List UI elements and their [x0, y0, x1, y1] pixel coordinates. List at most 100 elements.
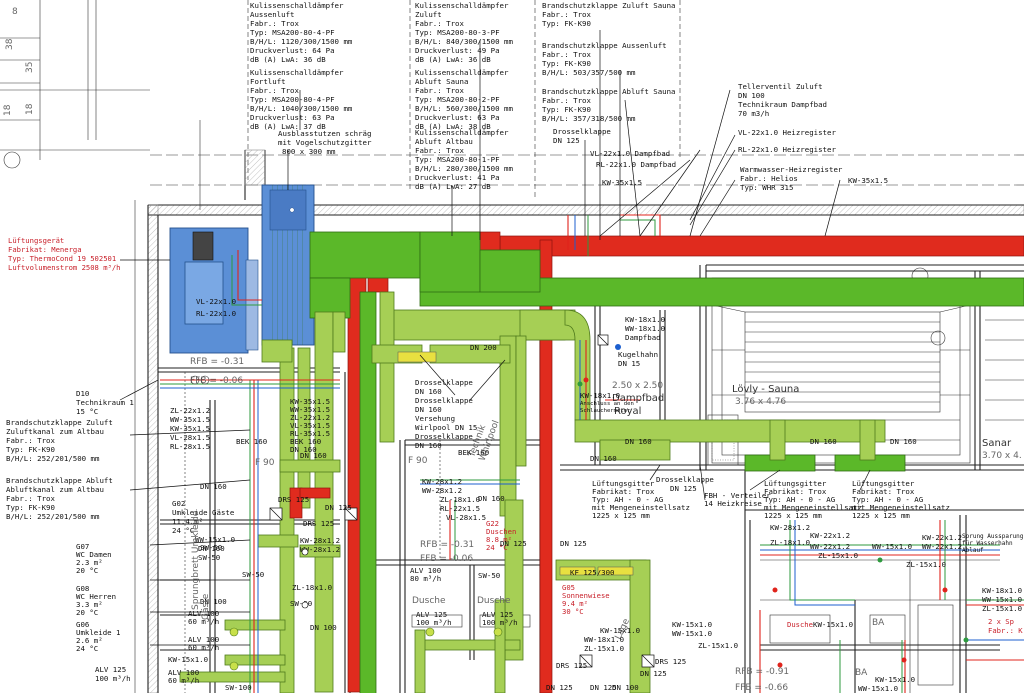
dim-8: 8	[12, 7, 18, 17]
dn125-f: DN 125	[640, 669, 667, 678]
f90-mid: F 90	[408, 456, 428, 466]
outdoor-air-duct	[499, 235, 1024, 257]
dim-18a: 18	[25, 103, 35, 115]
sauna-exhaust-duct	[574, 419, 886, 443]
ventilation-unit	[169, 184, 315, 354]
flansch-label-a: KF 125/300	[570, 568, 615, 577]
alv100-d: ALV 100 60 m³/h	[168, 668, 204, 685]
dn100-a: DN 100	[200, 597, 227, 606]
dusche-right-label: Dusche	[787, 620, 813, 629]
silencer-abluft-sauna-label: Kulissenschalldämpfer Abluft Sauna Fabr.…	[415, 68, 517, 131]
alv100-mid: ALV 100 80 m³/h	[410, 566, 446, 583]
dn160-d: DN 160	[625, 437, 652, 446]
alv100-a: ALV 100 60 m³/h	[188, 609, 224, 626]
dim-18b: 18	[3, 104, 13, 116]
ba-label: BA	[872, 618, 885, 628]
room-sauna-name: Lövly - Sauna	[732, 384, 799, 395]
alv100-b: ALV 100 60 m³/h	[188, 635, 224, 652]
sprung-aussparung-note: Sprung Aussparung für Wasserhahn Ablauf	[962, 533, 1024, 554]
silencer-fortluft-label: Kulissenschalldämpfer Fortluft Fabr.: Tr…	[250, 68, 357, 131]
ffb-right-rfb: RFB = -0.91	[735, 667, 789, 677]
vl-heizregister-label: VL-22x1.0 Heizregister	[738, 128, 836, 137]
leader-lines	[119, 30, 871, 646]
silencer-abluft-altbau-label: Kulissenschalldämpfer Abluft Altbau Fabr…	[415, 128, 517, 191]
ffb-mid-ffb: FFB = -0.06	[420, 554, 473, 564]
red-duct-vertical	[539, 239, 553, 693]
dn125-a: DN 125	[325, 503, 352, 512]
pipe-network	[160, 214, 1024, 693]
rl-dampfbad-label: RL-22x1.0 Dampfbad	[596, 160, 676, 169]
room-g22-label: G22 Duschen 8.8 m² 24 °C	[486, 519, 521, 552]
right-pipes-b: WW-15x1.0 WW-22x1.2 KW-22x1.2 ZL-15x1.0	[872, 533, 967, 569]
sw50-c: SW-50	[242, 570, 264, 579]
kw-bottom3-block: KW-15x1.0 WW-15x1.0	[858, 675, 920, 693]
vl-dampfbad-label: VL-22x1.0 Dampfbad	[590, 149, 670, 158]
room-g05-label: G05 Sonnenwiese 9.4 m² 30 °C	[562, 583, 614, 616]
kw-bottom2-block: KW-15x1.0 WW-15x1.0	[672, 620, 717, 638]
ba-label-2: BA	[855, 668, 868, 678]
fire-damper-abluft-altbau-label: Brandschutzklappe Abluft Abluftkanal zum…	[6, 476, 117, 521]
dn200: DN 200	[470, 343, 497, 352]
sw50-a: SW-50	[200, 543, 222, 552]
dn125-d: DN 125	[546, 683, 573, 692]
unit-vl-pipe-label: VL-22x1.0	[196, 297, 236, 306]
drosselklappe-mid-block: Drosselklappe DN 160 Drosselklappe DN 16…	[415, 378, 482, 450]
room-d10-label: D10 Technikraum 1 15 °C	[76, 389, 138, 416]
sw50-b: SW-50	[290, 599, 312, 608]
dn125-b: DN 125	[500, 539, 527, 548]
rl-heizregister-label: RL-22x1.0 Heizregister	[738, 145, 836, 154]
room-sanar-name: Sanar	[982, 438, 1012, 449]
room-g06-label: G06 Umkleide 1 2.6 m² 24 °C	[76, 620, 125, 653]
dusche-kw-label: KW-15x1.0	[813, 620, 853, 629]
dn160-g: DN 160	[590, 454, 617, 463]
silencer-aussenluft-label: Kulissenschalldämpfer Aussenluft Fabr.: …	[250, 1, 357, 64]
kw28-block: KW-28x1.2 WW-28x1.2 ZL-18x1.0 RL-22x1.5 …	[422, 477, 486, 522]
room-sanar-size: 3.70 x 4.	[982, 451, 1022, 461]
left-labels: D10 Technikraum 1 15 °C RFB = -0.31 FFB …	[6, 357, 428, 692]
bek160-mid: BEK 160	[458, 448, 489, 457]
kw-bottom-block: KW-15x1.0 WW-18x1.0 ZL-15x1.0	[584, 626, 645, 653]
dn160-e: DN 160	[810, 437, 837, 446]
zl15-bottom: ZL-15x1.0	[698, 641, 738, 650]
right-pipes-a: KW-28x1.2 ZL-18x1.0 KW-22x1.2 WW-22x1.2 …	[770, 523, 858, 560]
kw18-dampfbad: KW-18x1.0 WW-18x1.0 Dampfbad	[625, 315, 670, 342]
room-dampfbad-size: 2.50 x 2.50	[612, 381, 663, 391]
fire-damper-zuluft-altbau-label: Brandschutzklappe Zuluft Zuluftkanal zum…	[6, 418, 117, 463]
dn160-f: DN 160	[890, 437, 917, 446]
dn125-c: DN 125	[560, 539, 587, 548]
dn125-e: DN 125	[590, 683, 617, 692]
two-x-sp-label: 2 x Sp Fabr.: K	[988, 617, 1023, 635]
warmwasser-heizregister-label: Warmwasser-Heizregister Fabr.: Helios Ty…	[740, 165, 847, 192]
mid-pipes-label: KW-35x1.5 WW-35x1.5 ZL-22x1.2 VL-35x1.5 …	[290, 397, 335, 454]
ventilation-unit-label: Lüftungsgerät Fabrikat: Menerga Typ: The…	[8, 236, 121, 272]
unit-label: Lüftungsgerät Fabrikat: Menerga Typ: The…	[8, 236, 236, 318]
zl18: ZL-18x1.0	[292, 583, 332, 592]
drs125-b: DRS 125	[303, 519, 334, 528]
silencer-labels: Kulissenschalldämpfer Aussenluft Fabr.: …	[250, 1, 680, 191]
kw35-right-label: KW-35x1.5	[848, 176, 888, 185]
kw15-left: KW-15x1.0	[168, 655, 208, 664]
drs125-c: DRS 125	[556, 661, 587, 670]
valves-and-nozzles	[190, 344, 969, 671]
top-dimensions: 8 38 35 18 18	[3, 7, 35, 116]
dn160-left: DN 160	[300, 451, 327, 460]
kw35-top-label: KW-35x1.5	[602, 178, 642, 187]
room-dampfbad-royal: Royal	[614, 406, 641, 417]
drosselklappe-dn125: Drosselklappe DN 125	[656, 475, 718, 493]
room-dampfbad-name: Dampfbad	[612, 393, 664, 404]
supply-main-header	[309, 231, 421, 279]
device-labels: Ausblasstutzen schräg mit Vogelschutzgit…	[278, 82, 888, 192]
fire-damper-zuluft-sauna-label: Brandschutzklappe Zuluft Sauna Fabr.: Tr…	[542, 1, 680, 28]
tellerventil-label: Tellerventil Zuluft DN 100 Technikraum D…	[738, 82, 831, 118]
drosselklappe-top-label: Drosselklappe DN 125	[553, 127, 615, 145]
room-sauna-size: 3.76 x 4.76	[735, 397, 786, 407]
unit-rl-pipe-label: RL-22x1.0	[196, 309, 236, 318]
ffb-right-ffb: FFB = -0.66	[735, 683, 788, 693]
sw50-mid: SW-50	[478, 571, 500, 580]
room-g07-label: G07 WC Damen 2.3 m² 20 °C	[76, 542, 116, 575]
right-pipes-c: KW-18x1.0 WW-15x1.0 ZL-15x1.0	[982, 586, 1024, 613]
ausblasstutzen-label: Ausblasstutzen schräg mit Vogelschutzgit…	[278, 129, 376, 156]
gitter3-label: Lüftungsgitter Fabrikat: Trox Typ: AH - …	[852, 479, 954, 520]
bek160-left-label: BEK 160	[236, 437, 267, 446]
